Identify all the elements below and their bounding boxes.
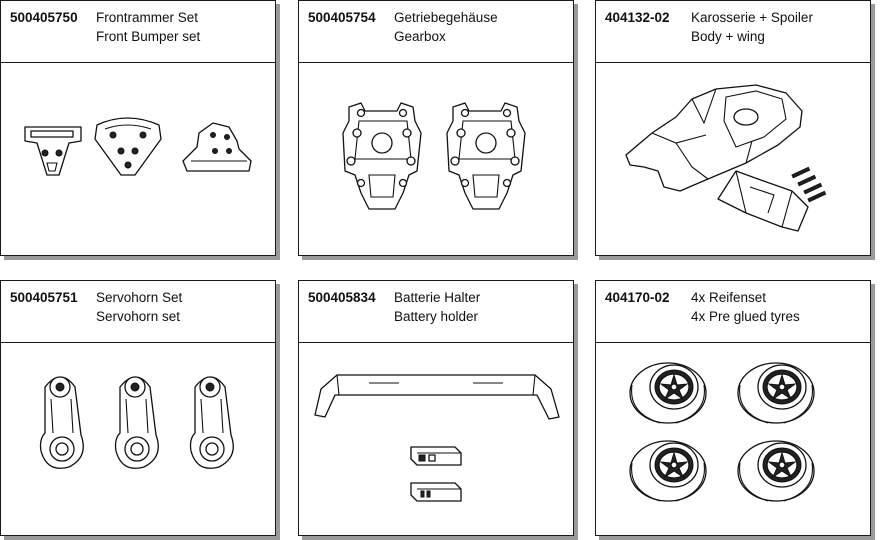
part-number: 500405750 [10, 10, 78, 25]
tyre-wheel-icon [596, 343, 870, 535]
part-number: 500405834 [308, 290, 376, 305]
part-name-en: Gearbox [394, 29, 446, 44]
part-number: 404132-02 [605, 10, 670, 25]
battery-holder-icon [299, 343, 573, 535]
servo-horn-icon [1, 343, 275, 535]
part-number: 500405751 [10, 290, 78, 305]
part-card-header: 404132-02 Karosserie + Spoiler Body + wi… [596, 1, 870, 63]
part-card-gearbox[interactable]: 500405754 Getriebegehäuse Gearbox [298, 0, 574, 256]
part-card-body-wing[interactable]: 404132-02 Karosserie + Spoiler Body + wi… [595, 0, 871, 256]
part-card-tyres[interactable]: 404170-02 4x Reifenset 4x Pre glued tyre… [595, 280, 871, 536]
part-number: 500405754 [308, 10, 376, 25]
front-bumper-parts-icon [1, 63, 275, 255]
part-name-de: Frontrammer Set [96, 10, 199, 25]
part-card-header: 500405751 Servohorn Set Servohorn set [1, 281, 275, 343]
part-card-header: 404170-02 4x Reifenset 4x Pre glued tyre… [596, 281, 870, 343]
part-number: 404170-02 [605, 290, 670, 305]
part-name-en: Body + wing [691, 29, 765, 44]
part-card-battery-holder[interactable]: 500405834 Batterie Halter Battery holder [298, 280, 574, 536]
part-name-de: Karosserie + Spoiler [691, 10, 813, 25]
car-body-and-wing-icon [596, 63, 870, 255]
part-name-de: Getriebegehäuse [394, 10, 498, 25]
part-card-header: 500405754 Getriebegehäuse Gearbox [299, 1, 573, 63]
part-name-de: 4x Reifenset [691, 290, 767, 305]
part-name-en: Servohorn set [96, 309, 181, 324]
part-name-de: Servohorn Set [96, 290, 183, 305]
part-name-en: 4x Pre glued tyres [691, 309, 800, 324]
part-name-de: Batterie Halter [394, 290, 481, 305]
part-name-en: Battery holder [394, 309, 479, 324]
part-card-front-bumper[interactable]: 500405750 Frontrammer Set Front Bumper s… [0, 0, 276, 256]
gearbox-housing-icon [299, 63, 573, 255]
part-name-en: Front Bumper set [96, 29, 201, 44]
part-card-header: 500405834 Batterie Halter Battery holder [299, 281, 573, 343]
part-card-header: 500405750 Frontrammer Set Front Bumper s… [1, 1, 275, 63]
part-card-servo-horn[interactable]: 500405751 Servohorn Set Servohorn set [0, 280, 276, 536]
